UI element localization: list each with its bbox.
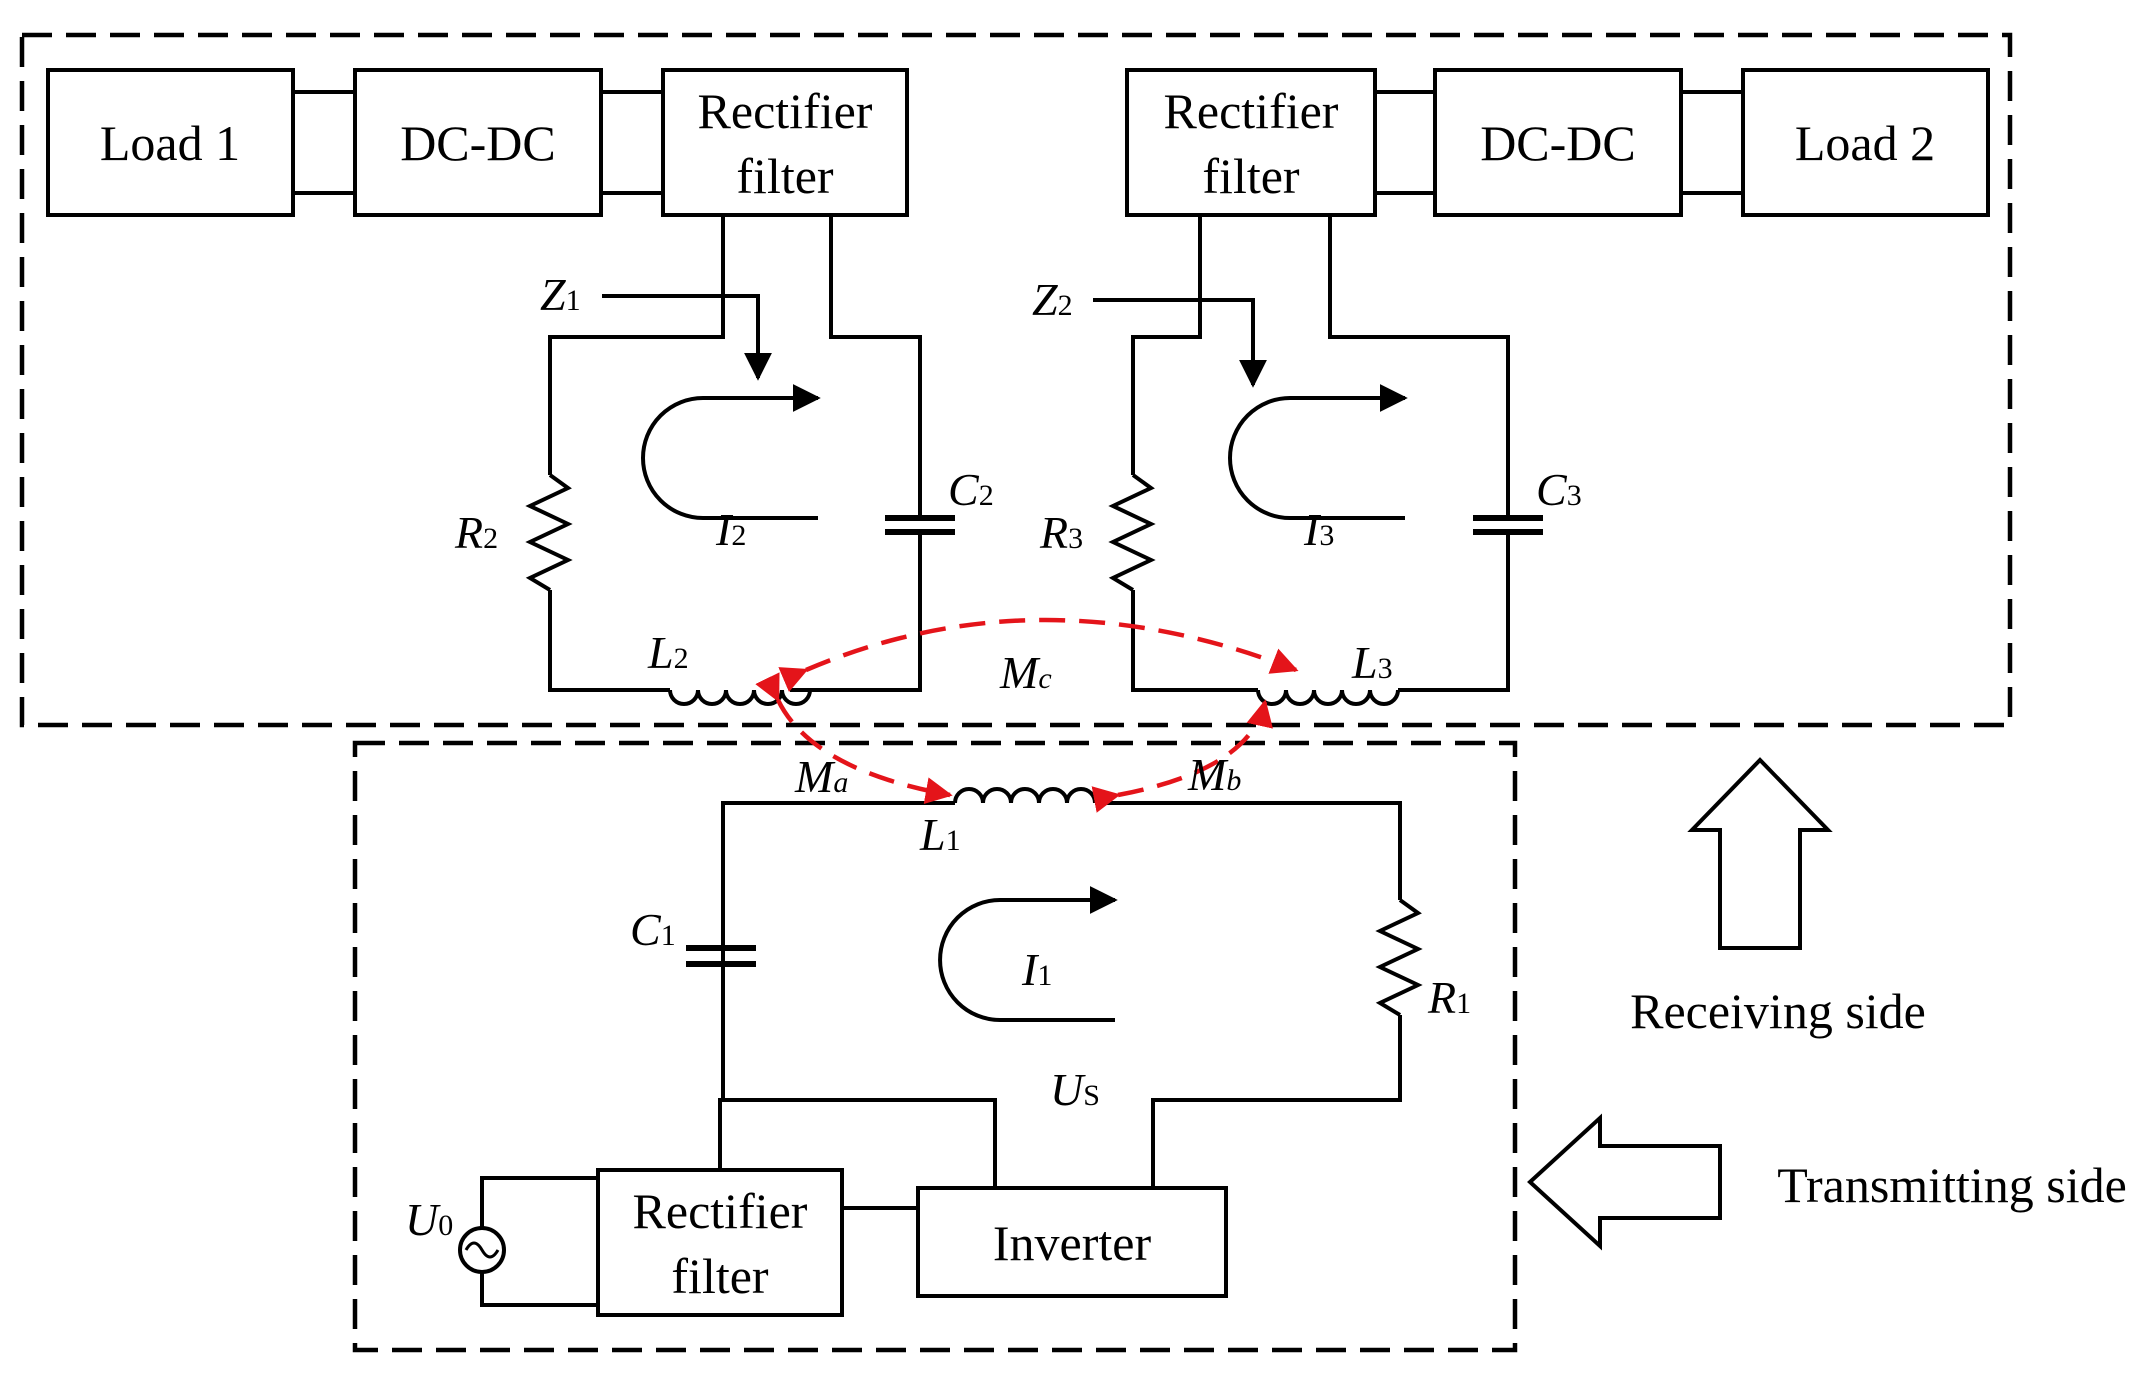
mutual-mb — [1091, 699, 1273, 813]
label-us: US — [1050, 1064, 1100, 1115]
rectifier2-label-line2: filter — [1202, 148, 1300, 204]
mutual-mc — [778, 617, 1299, 692]
label-ma: Ma — [794, 751, 848, 802]
inductor-l1 — [953, 787, 1097, 804]
label-c2: C2 — [948, 464, 994, 515]
z1-arrow — [602, 294, 772, 381]
receiving-side-boundary — [19, 32, 2013, 728]
inductor-l2 — [668, 689, 812, 706]
load2-block: Load 2 — [1741, 68, 1990, 217]
label-z1: Z1 — [540, 269, 581, 320]
load1-label: Load 1 — [100, 115, 240, 171]
rectifier1-label-line2: filter — [736, 148, 834, 204]
tx-rectifier-block: Rectifier filter — [596, 1168, 844, 1317]
label-r3: R3 — [1039, 507, 1083, 558]
label-c1: C1 — [630, 904, 676, 955]
label-l3: L3 — [1351, 637, 1393, 688]
dcdc1-block: DC-DC — [353, 68, 603, 217]
inverter-label: Inverter — [993, 1215, 1152, 1271]
resistor-r2 — [525, 473, 573, 592]
z2-arrow — [1093, 298, 1267, 388]
load2-label: Load 2 — [1795, 115, 1935, 171]
dcdc1-label: DC-DC — [400, 115, 556, 171]
transmitter-loop — [686, 787, 1423, 1188]
transmitting-side-label: Transmitting side — [1777, 1157, 2127, 1213]
resistor-r1 — [1375, 898, 1423, 1017]
receiving-side-arrow — [1687, 757, 1833, 950]
mutual-ma — [755, 672, 953, 804]
label-r1: R1 — [1427, 972, 1471, 1023]
receiver-loop-2 — [525, 215, 955, 706]
current-loop-i1 — [938, 886, 1118, 1022]
current-loop-i3 — [1228, 384, 1408, 520]
rectifier2-label-line1: Rectifier — [1164, 83, 1339, 139]
label-r2: R2 — [454, 507, 498, 558]
label-i1: I1 — [1021, 944, 1052, 995]
label-c3: C3 — [1536, 464, 1582, 515]
rectifier1-label-line1: Rectifier — [698, 83, 873, 139]
label-mb: Mb — [1187, 749, 1241, 800]
label-i3: I3 — [1303, 504, 1334, 555]
inverter-block: Inverter — [916, 1186, 1228, 1298]
receiving-side-label: Receiving side — [1630, 983, 1926, 1039]
receiver-loop-3 — [1093, 215, 1543, 706]
dcdc2-label: DC-DC — [1480, 115, 1636, 171]
label-l1: L1 — [919, 809, 961, 860]
rectifier2-block: Rectifier filter — [1125, 68, 1377, 217]
transmitting-side-arrow — [1527, 1113, 1722, 1251]
label-z2: Z2 — [1032, 274, 1073, 325]
load1-block: Load 1 — [46, 68, 295, 217]
tx-rectifier-label-line1: Rectifier — [633, 1183, 808, 1239]
label-i2: I2 — [715, 504, 746, 555]
current-loop-i2 — [641, 384, 821, 520]
dcdc2-block: DC-DC — [1433, 68, 1683, 217]
label-l2: L2 — [647, 627, 689, 678]
mutual-inductance — [755, 617, 1299, 813]
tx-rectifier-label-line2: filter — [671, 1248, 769, 1304]
top-block-connections — [293, 90, 1743, 195]
rectifier1-block: Rectifier filter — [661, 68, 909, 217]
label-u0: U0 — [405, 1194, 453, 1245]
inductor-l3 — [1256, 689, 1400, 706]
label-mc: Mc — [999, 647, 1052, 698]
resistor-r3 — [1108, 473, 1156, 592]
ac-source-u0 — [458, 1176, 598, 1307]
